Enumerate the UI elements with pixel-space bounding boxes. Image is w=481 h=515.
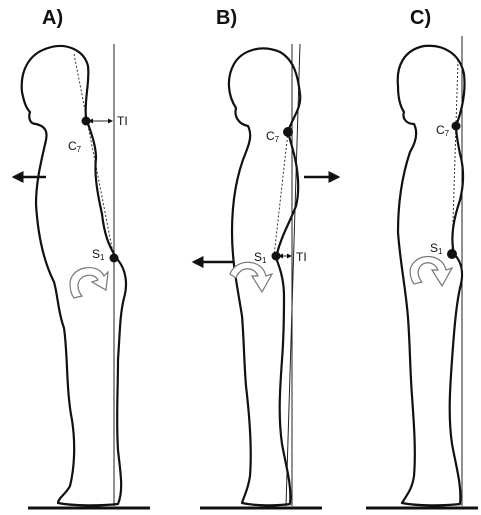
panel-a-rotation-arrow — [70, 268, 108, 298]
panel-a-s1-label: S1 — [92, 247, 105, 262]
panel-c-s1-point — [447, 249, 457, 259]
panel-b-c7-point — [283, 127, 293, 137]
panel-a: A) C7 TI S1 — [14, 7, 150, 508]
panel-a-label: A) — [42, 7, 63, 29]
panel-b-label: B) — [216, 7, 237, 29]
panel-b-ti-label: TI — [296, 250, 307, 264]
panel-a-c7-label: C7 — [68, 139, 82, 154]
panel-b: B) C7 S1 TI — [194, 7, 338, 508]
panel-a-s1-point — [110, 254, 119, 263]
panel-c-body-outline — [398, 46, 465, 506]
panel-c-rotation-arrow — [410, 257, 452, 287]
panel-c: C) C7 S1 — [366, 7, 478, 508]
panel-b-reference-line — [286, 44, 300, 506]
panel-b-c7-s1-line — [274, 132, 288, 256]
panel-c-c7-point — [452, 122, 461, 131]
panel-b-s1-label: S1 — [254, 250, 267, 265]
panel-c-label: C) — [410, 7, 431, 29]
panel-a-ti-label: TI — [117, 114, 128, 128]
panel-a-c7-s1-line — [74, 54, 114, 258]
panel-c-s1-label: S1 — [430, 241, 443, 256]
panel-b-c7-label: C7 — [266, 129, 280, 144]
panel-c-c7-label: C7 — [436, 123, 450, 138]
